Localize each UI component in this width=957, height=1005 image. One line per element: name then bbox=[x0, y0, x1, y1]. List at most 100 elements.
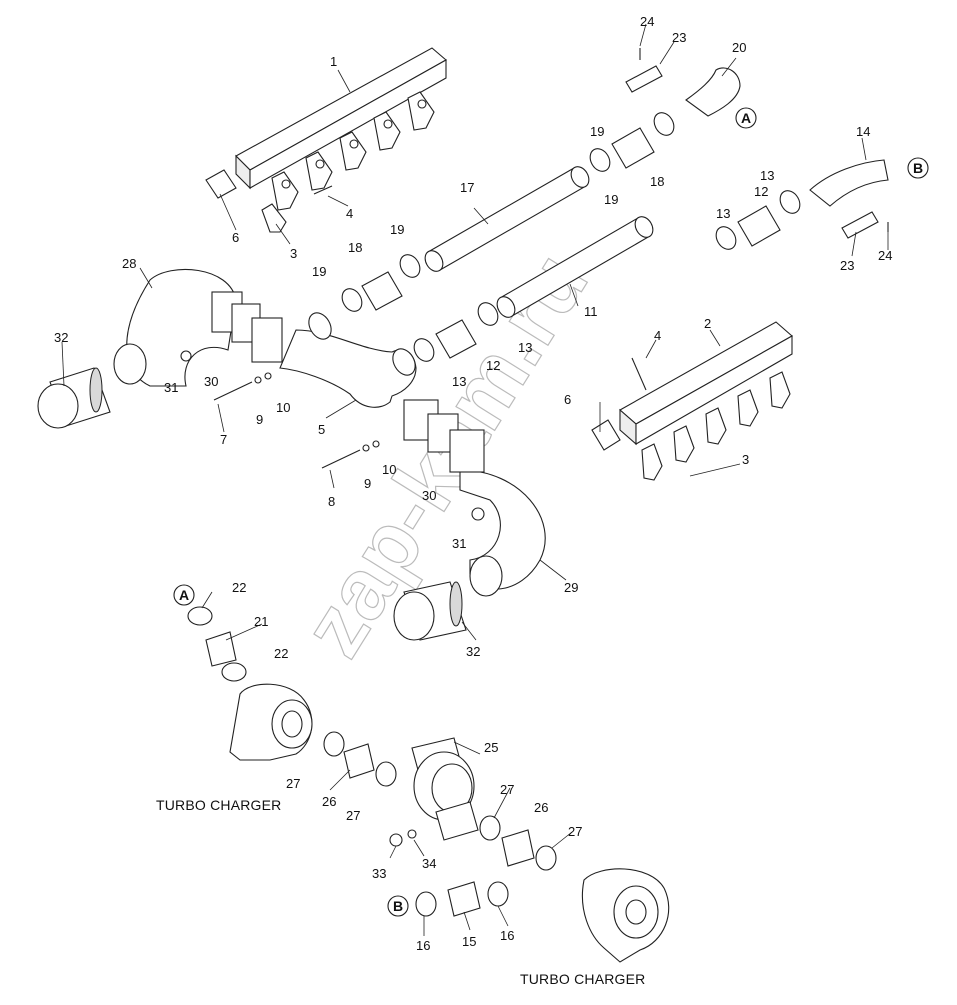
svg-text:B: B bbox=[913, 160, 923, 176]
part-10-washer-left bbox=[264, 372, 272, 380]
part-22-clamp-bottom bbox=[221, 662, 247, 682]
part-27-clamp-b bbox=[375, 761, 397, 787]
label-6-upper: 6 bbox=[232, 230, 239, 245]
part-7-bolt bbox=[213, 381, 253, 401]
label-27-d: 27 bbox=[568, 824, 582, 839]
label-2: 2 bbox=[704, 316, 711, 331]
svg-text:A: A bbox=[179, 587, 189, 603]
label-17: 17 bbox=[460, 180, 474, 195]
part-8-bolt bbox=[321, 449, 361, 469]
part-labels: 1 2 3 3 4 4 5 6 6 7 8 9 9 10 10 11 12 12… bbox=[54, 14, 892, 953]
part-6-gasket-upper bbox=[205, 169, 237, 199]
label-8: 8 bbox=[328, 494, 335, 509]
label-30-left: 30 bbox=[204, 374, 218, 389]
part-27-clamp-c bbox=[479, 815, 501, 841]
part-18-sleeve-b bbox=[611, 127, 655, 169]
part-5-y-pipe bbox=[279, 329, 417, 408]
turbo-charger-left bbox=[229, 683, 313, 761]
label-4-lower: 4 bbox=[654, 328, 661, 343]
part-30-flange-right-c bbox=[449, 429, 485, 473]
part-16-clamp-a bbox=[415, 891, 437, 917]
part-13-clamp-d bbox=[779, 190, 801, 214]
label-3-lower: 3 bbox=[742, 452, 749, 467]
part-19-clamp-c bbox=[589, 148, 611, 172]
part-13-clamp-c bbox=[715, 226, 737, 250]
label-16-b: 16 bbox=[500, 928, 514, 943]
part-23-bracket-lower bbox=[841, 211, 879, 239]
part-21-sleeve bbox=[205, 631, 237, 667]
label-32-left: 32 bbox=[54, 330, 68, 345]
label-14: 14 bbox=[856, 124, 870, 139]
label-18-lower: 18 bbox=[348, 240, 362, 255]
label-3-upper: 3 bbox=[290, 246, 297, 261]
part-14-elbow bbox=[809, 159, 889, 207]
part-5-y-pipe-inlet bbox=[308, 312, 332, 340]
part-5-y-pipe-inlet-2 bbox=[392, 348, 416, 376]
ref-marker-b-lower: B bbox=[387, 895, 409, 917]
label-9-right: 9 bbox=[364, 476, 371, 491]
label-23-lower: 23 bbox=[840, 258, 854, 273]
ref-marker-a-upper: A bbox=[735, 107, 757, 129]
label-1: 1 bbox=[330, 54, 337, 69]
part-18-sleeve-a bbox=[361, 271, 403, 311]
part-2-exhaust-manifold-lower bbox=[619, 321, 793, 481]
label-11: 11 bbox=[584, 304, 598, 319]
part-31-plug-left bbox=[180, 350, 192, 362]
label-12-upper: 12 bbox=[754, 184, 768, 199]
label-12-lower: 12 bbox=[486, 358, 500, 373]
caption-turbo-charger-right: TURBO CHARGER bbox=[520, 971, 646, 987]
label-13-a: 13 bbox=[452, 374, 466, 389]
label-33: 33 bbox=[372, 866, 386, 881]
part-31-plug-right bbox=[471, 507, 485, 521]
label-5: 5 bbox=[318, 422, 325, 437]
part-25-housing bbox=[411, 737, 475, 821]
part-30-flange-left-c bbox=[251, 317, 283, 363]
part-1-exhaust-manifold-upper bbox=[235, 47, 447, 211]
label-20: 20 bbox=[732, 40, 746, 55]
label-6-lower: 6 bbox=[564, 392, 571, 407]
label-34: 34 bbox=[422, 856, 436, 871]
part-19-clamp-b bbox=[399, 254, 421, 278]
part-19-clamp-a bbox=[341, 288, 363, 312]
label-31-right: 31 bbox=[452, 536, 466, 551]
part-16-clamp-b bbox=[487, 881, 509, 907]
label-16-a: 16 bbox=[416, 938, 430, 953]
part-34-washer bbox=[407, 829, 417, 839]
label-27-a: 27 bbox=[286, 776, 300, 791]
svg-text:B: B bbox=[393, 898, 403, 914]
label-24-lower: 24 bbox=[878, 248, 892, 263]
caption-turbo-charger-left: TURBO CHARGER bbox=[156, 797, 282, 813]
part-32-ring-left bbox=[113, 343, 147, 385]
label-30-right: 30 bbox=[422, 488, 436, 503]
part-12-sleeve-b bbox=[737, 205, 781, 247]
label-32-right: 32 bbox=[466, 644, 480, 659]
part-32-sleeve-left bbox=[37, 367, 111, 429]
label-22-bottom: 22 bbox=[274, 646, 288, 661]
part-9-washer-right bbox=[362, 444, 370, 452]
label-10-left: 10 bbox=[276, 400, 290, 415]
label-31-left: 31 bbox=[164, 380, 178, 395]
label-28: 28 bbox=[122, 256, 136, 271]
label-24-upper: 24 bbox=[640, 14, 654, 29]
ref-marker-b-upper: B bbox=[907, 157, 929, 179]
label-13-c: 13 bbox=[716, 206, 730, 221]
label-29: 29 bbox=[564, 580, 578, 595]
part-13-clamp-b bbox=[477, 302, 499, 326]
label-19-c: 19 bbox=[590, 124, 604, 139]
label-10-right: 10 bbox=[382, 462, 396, 477]
label-9-left: 9 bbox=[256, 412, 263, 427]
label-22-top: 22 bbox=[232, 580, 246, 595]
label-19-b: 19 bbox=[390, 222, 404, 237]
label-13-d: 13 bbox=[760, 168, 774, 183]
part-32-ring-right bbox=[469, 555, 503, 597]
part-15-sleeve bbox=[447, 881, 481, 917]
turbo-charger-right bbox=[581, 868, 670, 963]
part-23-bracket-upper bbox=[625, 65, 663, 93]
part-3-gasket-upper bbox=[261, 203, 287, 233]
label-19-d: 19 bbox=[604, 192, 618, 207]
part-27-clamp-a bbox=[323, 731, 345, 757]
svg-text:A: A bbox=[741, 110, 751, 126]
label-18-upper: 18 bbox=[650, 174, 664, 189]
part-4-bolt-upper bbox=[313, 185, 333, 195]
